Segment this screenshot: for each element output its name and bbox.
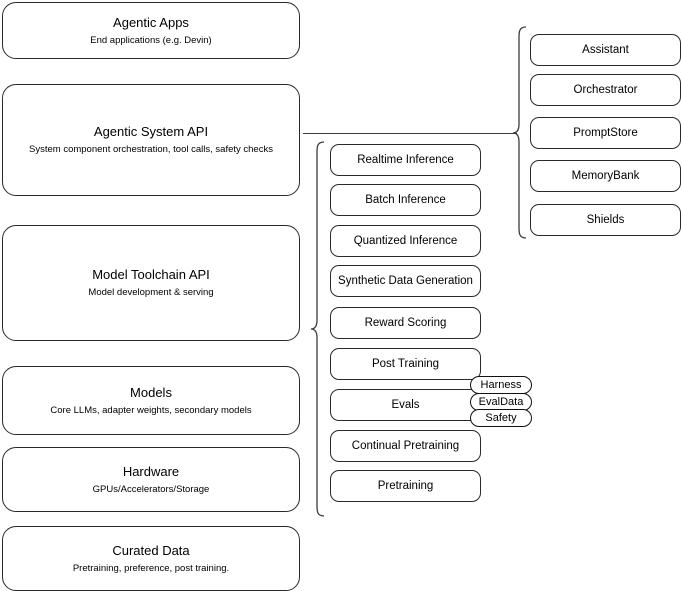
layer-subtitle: System component orchestration, tool cal… [29, 144, 273, 155]
component-label: Batch Inference [365, 193, 446, 206]
brace-model-toolchain [310, 140, 326, 518]
eval-tag-harness[interactable]: Harness [470, 376, 532, 394]
layer-hardware[interactable]: Hardware GPUs/Accelerators/Storage [2, 447, 300, 512]
layer-subtitle: Core LLMs, adapter weights, secondary mo… [50, 404, 252, 416]
eval-tag-label: Harness [480, 379, 522, 391]
eval-tag-label: Safety [485, 412, 517, 424]
component-label: MemoryBank [571, 169, 640, 182]
layer-title: Agentic System API [93, 124, 209, 139]
component-label: Evals [391, 398, 420, 411]
component-evals[interactable]: Evals [330, 389, 481, 421]
component-label: Realtime Inference [357, 153, 454, 166]
component-continual-pretraining[interactable]: Continual Pretraining [330, 430, 481, 462]
layer-curated-data[interactable]: Curated Data Pretraining, preference, po… [2, 526, 300, 591]
layer-agentic-apps[interactable]: Agentic Apps End applications (e.g. Devi… [2, 2, 300, 59]
component-shields[interactable]: Shields [530, 204, 681, 236]
component-label: Quantized Inference [353, 234, 458, 247]
component-label: Orchestrator [573, 83, 638, 96]
component-label: Synthetic Data Generation [338, 274, 473, 287]
component-memorybank[interactable]: MemoryBank [530, 160, 681, 192]
component-synthetic-data-generation[interactable]: Synthetic Data Generation [330, 265, 481, 297]
component-orchestrator[interactable]: Orchestrator [530, 74, 681, 106]
component-post-training[interactable]: Post Training [330, 348, 481, 380]
component-label: Assistant [582, 43, 629, 56]
component-batch-inference[interactable]: Batch Inference [330, 184, 481, 216]
layer-agentic-system-api[interactable]: Agentic System API System component orch… [2, 84, 300, 196]
component-assistant[interactable]: Assistant [530, 34, 681, 66]
layer-title: Curated Data [112, 542, 190, 558]
component-label: Pretraining [377, 479, 434, 492]
layer-title: Hardware [122, 463, 180, 479]
component-reward-scoring[interactable]: Reward Scoring [330, 307, 481, 339]
component-promptstore[interactable]: PromptStore [530, 117, 681, 149]
connector-agentic-system-api-to-components [303, 133, 517, 135]
layer-model-toolchain-api[interactable]: Model Toolchain API Model development & … [2, 225, 300, 341]
layer-subtitle: Pretraining, preference, post training. [72, 562, 230, 574]
layer-title: Agentic Apps [113, 14, 189, 30]
layer-subtitle: End applications (e.g. Devin) [90, 34, 212, 46]
brace-agentic-system-components [512, 25, 528, 240]
component-quantized-inference[interactable]: Quantized Inference [330, 225, 481, 257]
eval-tag-label: EvalData [478, 396, 524, 408]
layer-title: Model Toolchain API [92, 267, 210, 282]
layer-subtitle: GPUs/Accelerators/Storage [92, 483, 210, 495]
layer-models[interactable]: Models Core LLMs, adapter weights, secon… [2, 366, 300, 435]
component-label: PromptStore [573, 126, 638, 139]
component-label: Post Training [371, 357, 440, 370]
layer-title: Models [130, 384, 172, 400]
eval-tag-safety[interactable]: Safety [470, 409, 532, 427]
component-pretraining[interactable]: Pretraining [330, 470, 481, 502]
component-label: Reward Scoring [364, 316, 447, 329]
component-label: Continual Pretraining [351, 439, 460, 452]
layer-subtitle: Model development & serving [88, 287, 214, 298]
component-label: Shields [586, 213, 625, 226]
component-realtime-inference[interactable]: Realtime Inference [330, 144, 481, 176]
